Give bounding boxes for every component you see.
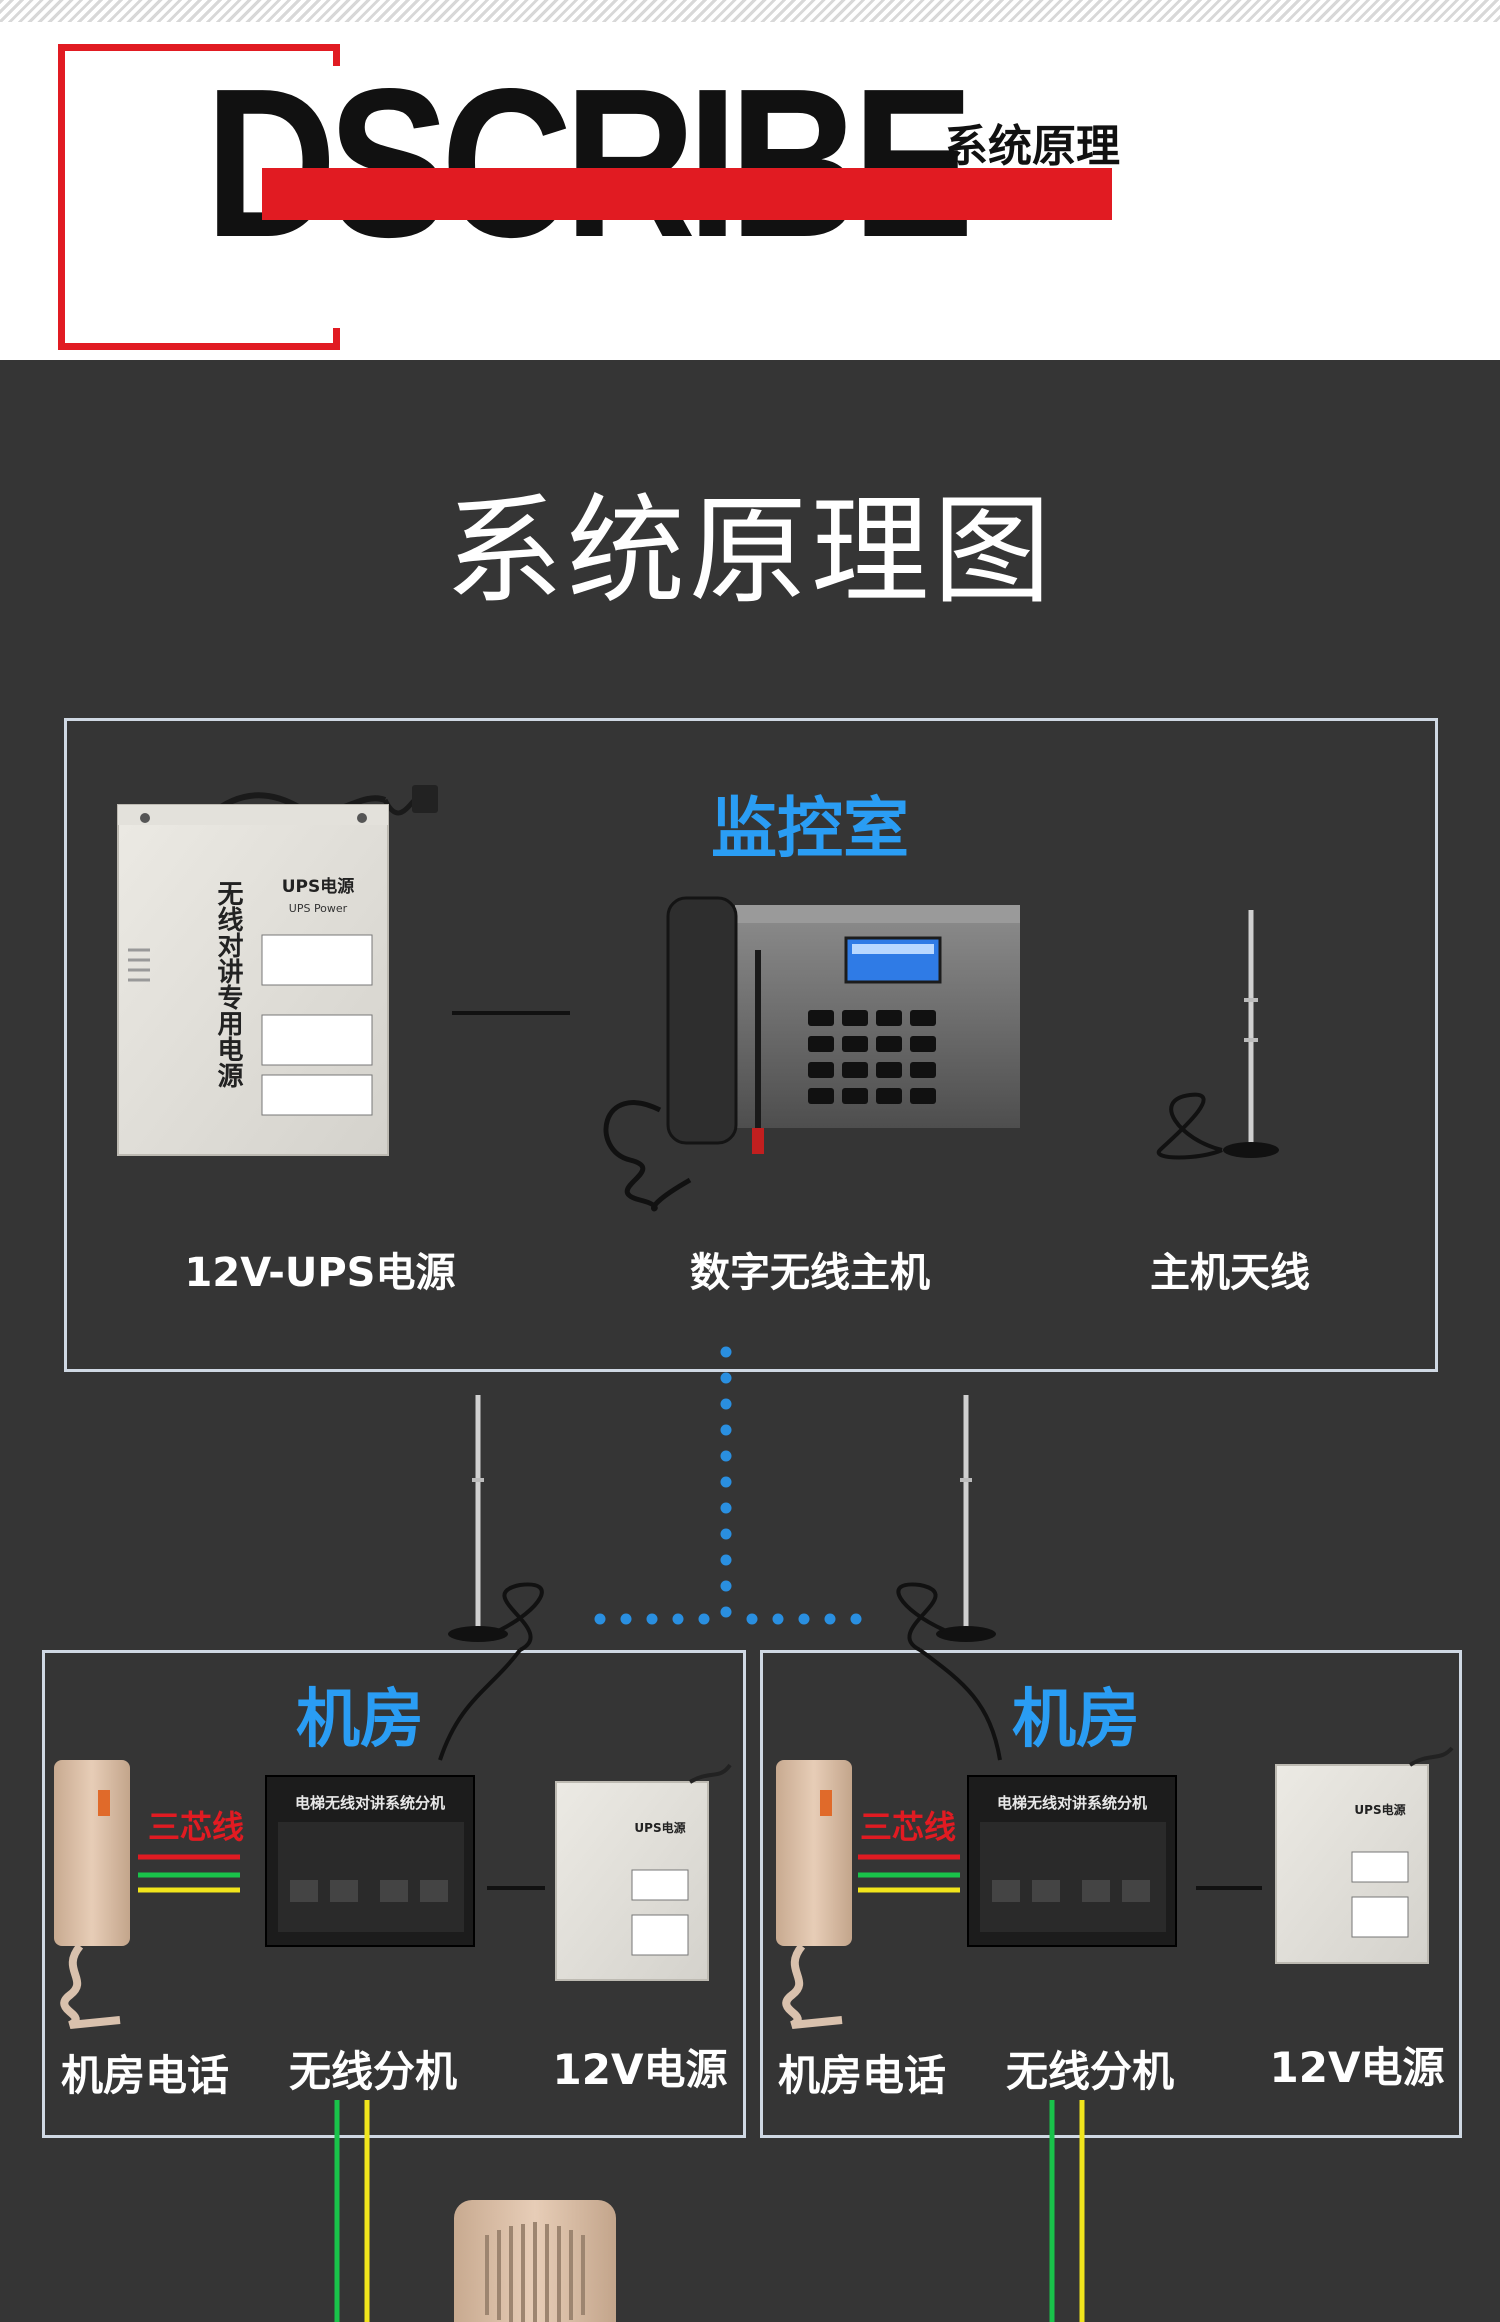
host-antenna-label: 主机天线 (1150, 1250, 1310, 1296)
monitor-room-title: 监控室 (711, 790, 909, 867)
red-frame-corner (333, 44, 340, 66)
room-antenna-icon-right (896, 1395, 1002, 1761)
room-antenna-icon-left (438, 1395, 544, 1761)
ups-side-text: 无线对讲专用电源 (213, 880, 243, 1089)
wireless-extension-box-icon-left (265, 1775, 475, 1947)
power-label-left: 12V电源 (552, 2045, 728, 2094)
diagram-background (0, 360, 1500, 2322)
ups-subtitle-text: UPS Power (289, 902, 348, 915)
power-box-icon-right (1275, 1746, 1454, 1964)
speaker-icon (454, 2200, 616, 2322)
power-box-title-text-right: UPS电源 (1354, 1802, 1405, 1817)
host-antenna-icon (1156, 910, 1279, 1160)
wireless-extension-box-icon-right (967, 1775, 1177, 1947)
wireless-extension-label-right: 无线分机 (1005, 2047, 1174, 2096)
three-core-wire-left (138, 1854, 240, 1893)
machine-room-title-left: 机房 (296, 1683, 424, 1757)
ups-power-box-icon (117, 785, 438, 1156)
power-box-icon-left (555, 1763, 732, 1981)
monitor-room-panel (64, 718, 1438, 1372)
machine-room-panel-right (760, 1650, 1462, 2138)
wall-phone-icon-right (776, 1760, 852, 2029)
ups-power-label: 12V-UPS电源 (184, 1250, 456, 1296)
three-core-wire-label-right: 三芯线 (859, 1808, 956, 1846)
extension-title-text-right: 电梯无线对讲系统分机 (997, 1794, 1147, 1812)
wireless-extension-label-left: 无线分机 (288, 2047, 457, 2096)
machine-room-phone-label-left: 机房电话 (60, 2051, 229, 2100)
header-subtitle: 系统原理 (944, 121, 1120, 172)
machine-room-panel-left (42, 1650, 746, 2138)
downward-wires (334, 2100, 1085, 2322)
diagonal-stripe (0, 0, 1500, 22)
ups-title-text: UPS电源 (282, 876, 355, 897)
host-label: 数字无线主机 (690, 1250, 930, 1296)
red-frame-corner (333, 328, 340, 350)
diagram-title: 系统原理图 (444, 482, 1055, 620)
power-box-title-text-left: UPS电源 (634, 1820, 685, 1835)
wall-phone-icon-left (54, 1760, 130, 2029)
red-bar (262, 168, 1112, 220)
header-banner: DSCRIBE 系统原理 (0, 0, 1500, 360)
extension-title-text-left: 电梯无线对讲系统分机 (295, 1794, 445, 1812)
machine-room-phone-label-right: 机房电话 (777, 2051, 946, 2100)
desk-phone-host-icon (603, 896, 1020, 1212)
wireless-link-dots (594, 1346, 862, 1625)
machine-room-title-right: 机房 (1012, 1683, 1140, 1757)
power-label-right: 12V电源 (1269, 2043, 1445, 2092)
brand-word: DSCRIBE (205, 44, 974, 281)
three-core-wire-label-left: 三芯线 (147, 1808, 244, 1846)
three-core-wire-right (858, 1854, 960, 1893)
